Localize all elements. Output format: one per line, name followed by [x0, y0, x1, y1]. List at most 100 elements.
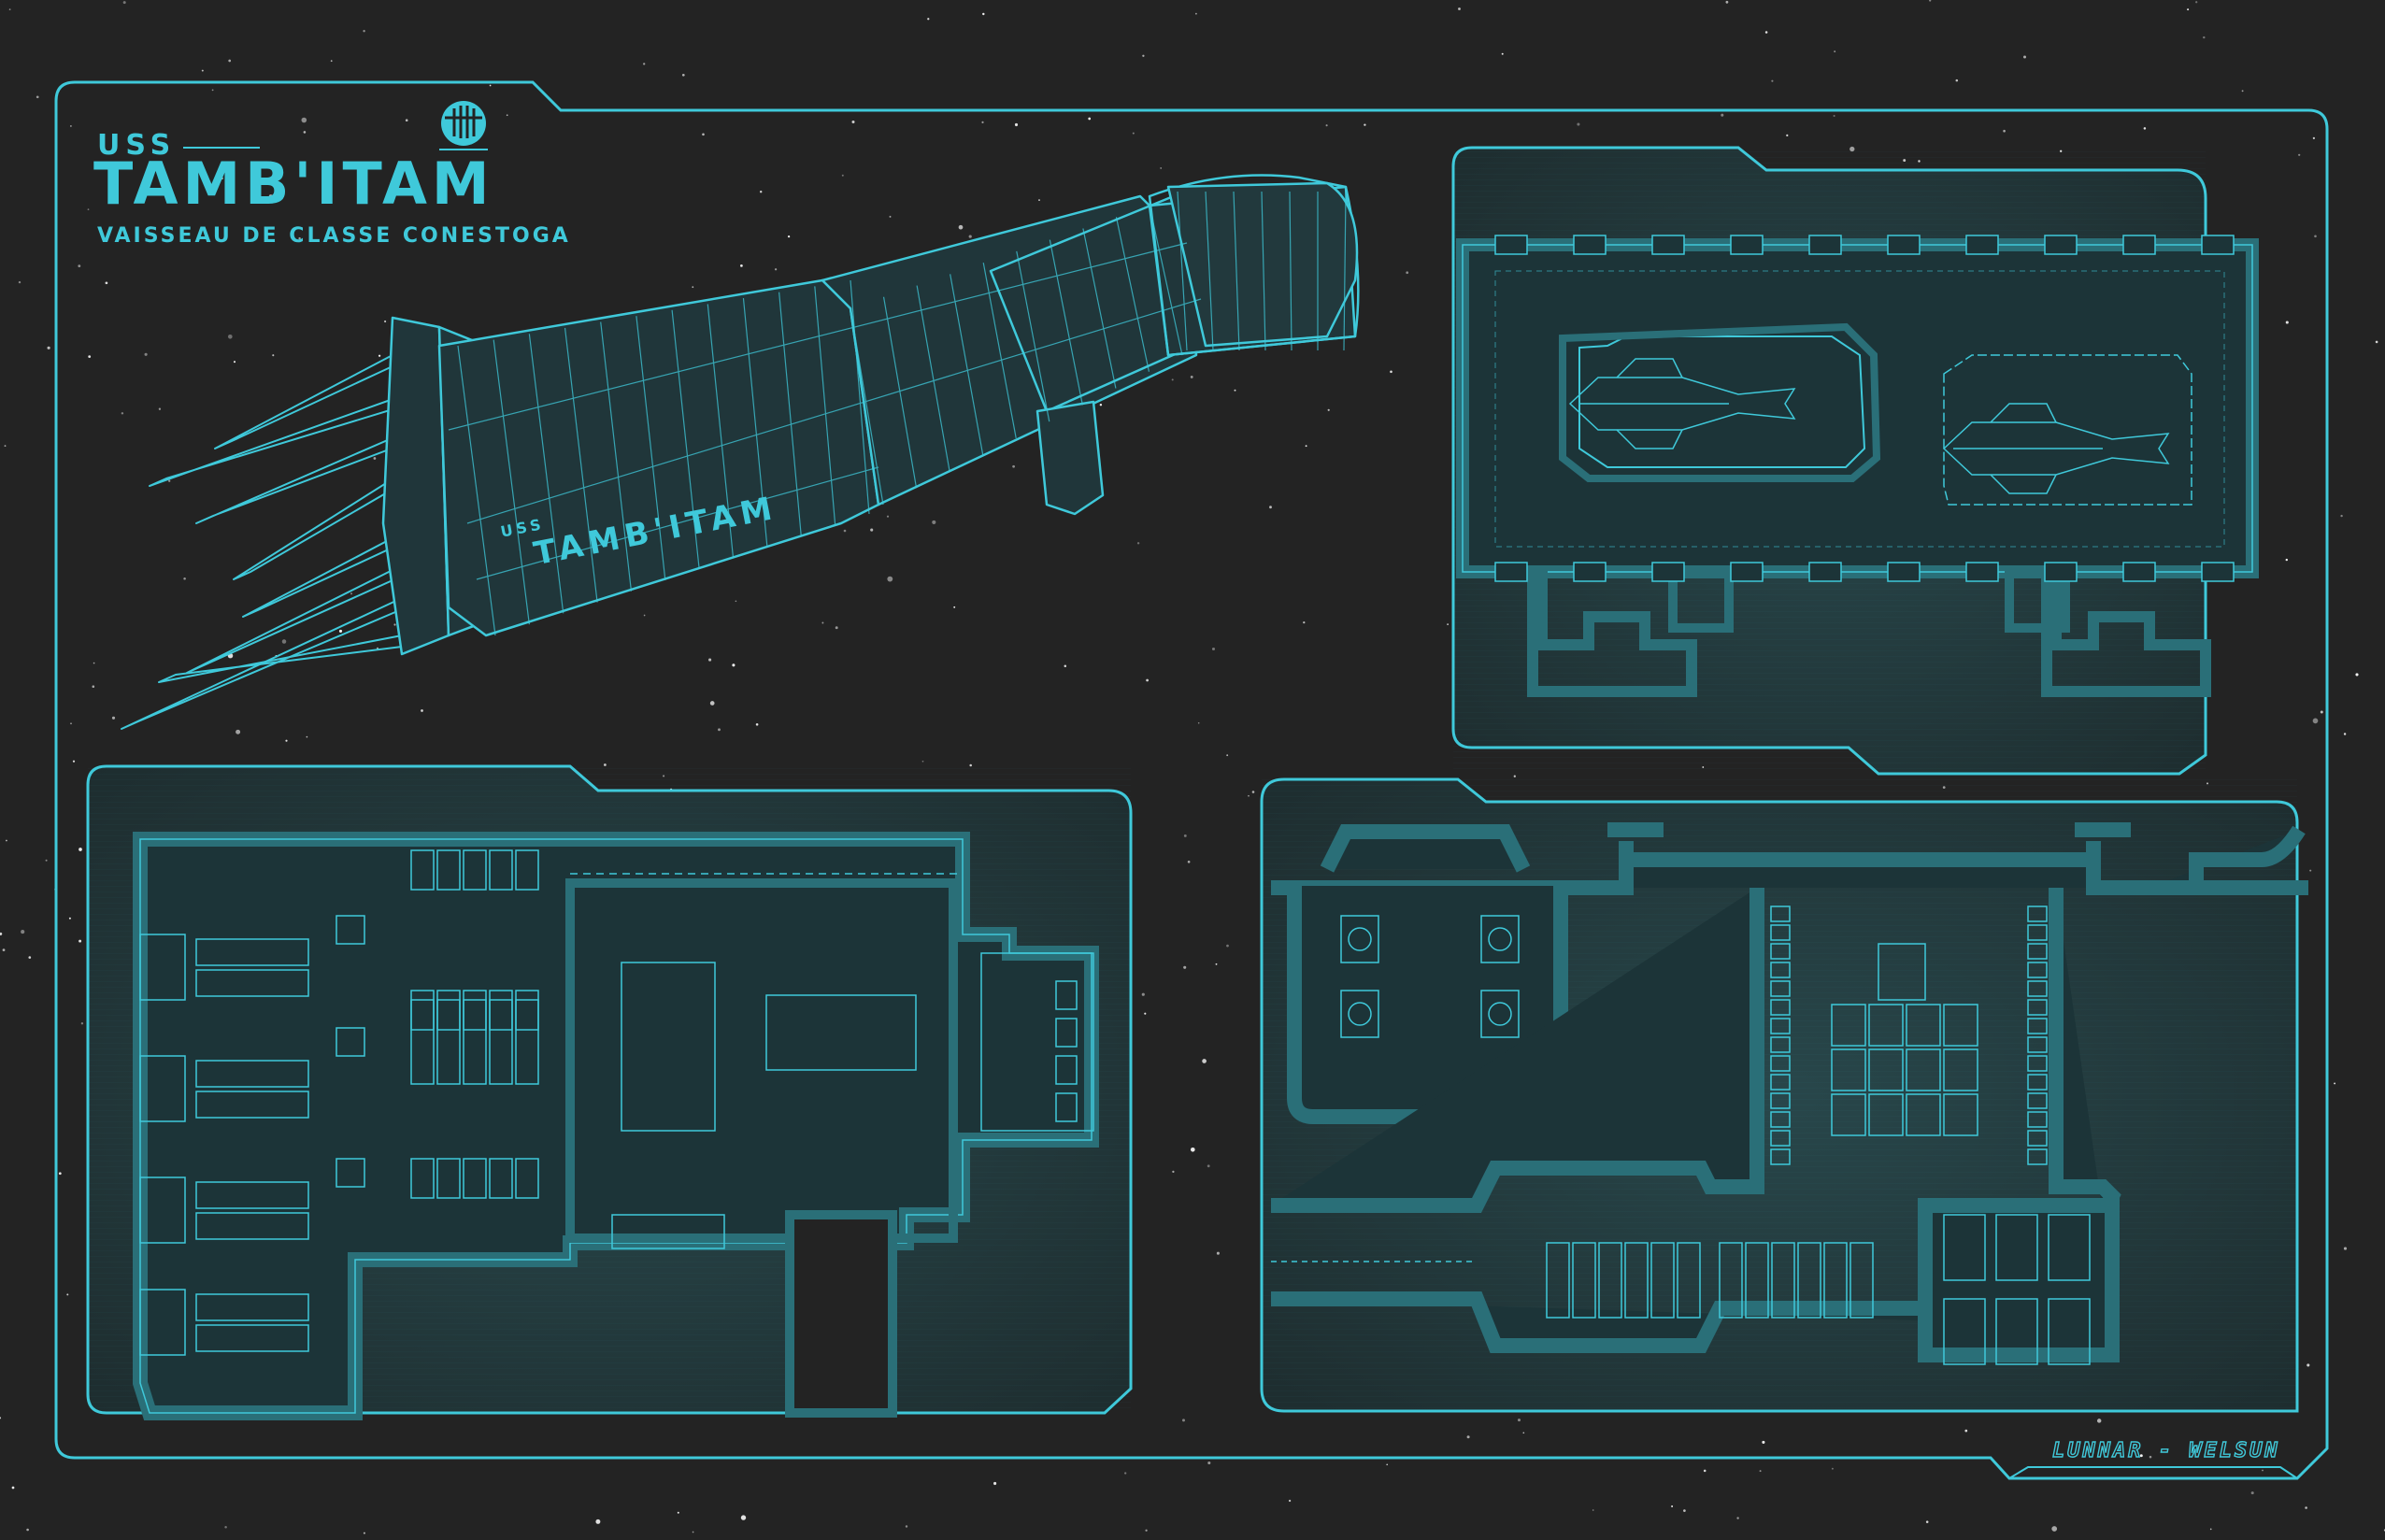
rack-segment — [1770, 1092, 1791, 1109]
ship-name: TAMB'ITAM — [93, 150, 494, 218]
cryo-bed — [195, 938, 309, 966]
star — [79, 848, 82, 851]
star — [643, 63, 646, 65]
storage-bay — [1745, 1242, 1769, 1319]
star — [760, 191, 763, 193]
rack-segment — [2027, 1055, 2048, 1072]
console — [336, 915, 365, 945]
star — [953, 606, 956, 608]
storage-bay — [1771, 1242, 1795, 1319]
hull-rib — [850, 279, 870, 515]
star — [1141, 992, 1145, 996]
star — [1099, 403, 1103, 406]
star — [0, 1417, 2, 1419]
artist-credit: LUNNAR - WELSUN — [2051, 1438, 2280, 1462]
engine-fin — [214, 354, 393, 449]
star — [1288, 1499, 1292, 1503]
star — [774, 268, 778, 271]
dropship-wing — [1990, 403, 2057, 494]
outer-frame — [54, 80, 2329, 1480]
star — [702, 133, 705, 136]
rack-segment — [2027, 980, 2048, 997]
cryo-bed — [195, 1212, 309, 1240]
star — [70, 722, 72, 725]
hull-rib — [778, 292, 802, 536]
storage-bay — [1677, 1242, 1701, 1319]
star — [1834, 50, 1836, 53]
star — [2285, 321, 2289, 324]
star — [2149, 1455, 2152, 1459]
star — [1703, 1469, 1707, 1473]
locker — [463, 1158, 487, 1199]
console — [336, 1158, 365, 1188]
star — [1146, 678, 1149, 682]
star — [1183, 965, 1187, 969]
star — [1172, 1170, 1175, 1174]
panel-crew-deck — [86, 764, 1133, 1420]
star — [921, 760, 924, 763]
star — [887, 576, 893, 582]
hangar-pillar — [2122, 235, 2156, 255]
star — [1513, 775, 1516, 777]
hull-rib — [1149, 205, 1183, 356]
star — [982, 12, 985, 16]
hangar-pillar — [1651, 235, 1685, 255]
star — [1144, 1012, 1147, 1015]
storage-bay — [1797, 1242, 1821, 1319]
star — [489, 84, 492, 87]
star — [330, 60, 333, 63]
star — [88, 355, 92, 358]
rack-segment — [1770, 962, 1791, 978]
console — [336, 1027, 365, 1057]
star — [28, 956, 32, 959]
star — [2343, 1247, 2348, 1250]
lab-bench — [1943, 1093, 1978, 1136]
hull-rib — [493, 339, 530, 625]
star — [26, 1528, 29, 1532]
star — [1251, 791, 1255, 793]
medbay-cell — [1943, 1214, 1986, 1281]
medbay-cell — [1943, 1298, 1986, 1365]
star — [1522, 1432, 1525, 1434]
hull-rib — [671, 309, 700, 570]
star — [93, 662, 95, 664]
star — [1764, 31, 1768, 34]
hull-rib — [814, 286, 836, 525]
star — [298, 236, 301, 240]
star — [2139, 1454, 2143, 1458]
star — [968, 235, 972, 238]
window-seat — [1055, 980, 1078, 1010]
star — [2312, 718, 2319, 724]
hangar-pillar — [2044, 562, 2078, 582]
hangar-pillar — [1573, 562, 1607, 582]
star — [228, 59, 232, 63]
ship-prefix: USS — [97, 129, 177, 162]
lab-bench — [1868, 1093, 1904, 1136]
star — [1390, 370, 1392, 374]
star — [21, 930, 25, 934]
star — [144, 352, 148, 356]
hangar-pillar — [2201, 562, 2235, 582]
star — [72, 760, 76, 763]
dropship — [1942, 421, 2170, 476]
star — [1929, 0, 1932, 2]
star — [4, 445, 7, 448]
star — [1012, 464, 1015, 468]
star — [1964, 1429, 1968, 1433]
star — [905, 1525, 908, 1528]
rack-segment — [2027, 1148, 2048, 1165]
star — [1160, 166, 1163, 169]
hull-rib — [457, 345, 496, 636]
star — [927, 18, 930, 21]
window-seat — [1055, 1055, 1078, 1085]
turret — [1348, 927, 1372, 951]
dropship — [1568, 377, 1796, 431]
hangar-pillar — [1573, 235, 1607, 255]
hull-rib — [1343, 191, 1347, 351]
storage-bay — [1624, 1242, 1649, 1319]
hangar-pillar — [1494, 562, 1528, 582]
hull-rib — [1082, 228, 1117, 389]
hull-rib — [528, 334, 564, 614]
star — [1234, 389, 1236, 392]
hull-rib — [1016, 250, 1050, 422]
